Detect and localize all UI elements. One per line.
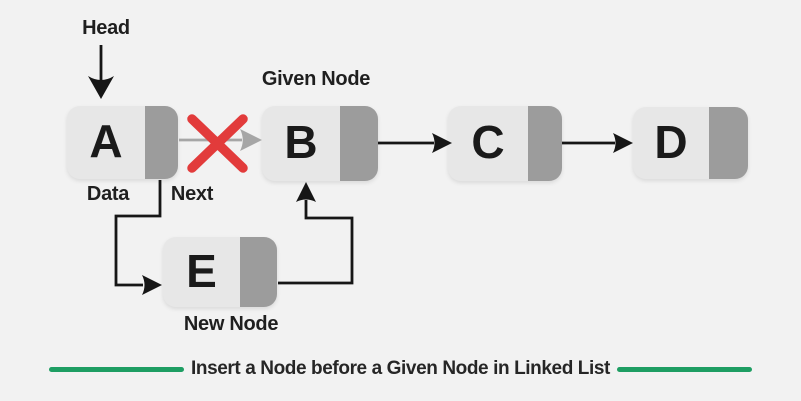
node-b: B xyxy=(262,106,378,181)
node-a-next-field xyxy=(145,106,178,179)
b-to-c-arrow-icon xyxy=(378,133,452,153)
node-c-next-field xyxy=(528,106,562,181)
node-b-next-field xyxy=(340,106,378,181)
head-arrow-icon xyxy=(88,45,114,99)
e-next-to-b-arrow-icon xyxy=(278,182,354,285)
node-d-data-field: D xyxy=(633,107,709,179)
node-e-letter: E xyxy=(186,244,217,297)
node-e-next-field xyxy=(240,237,277,307)
node-c-letter: C xyxy=(471,116,505,168)
caption-accent-line-left xyxy=(49,366,185,372)
node-a-letter: A xyxy=(89,115,123,167)
node-a-data-field: A xyxy=(67,106,145,179)
caption-accent-line-right xyxy=(616,366,752,372)
new-node-label: New Node xyxy=(183,313,279,335)
node-b-data-field: B xyxy=(262,106,340,181)
broken-pointer-arrow-icon xyxy=(179,129,262,151)
caption-title: Insert a Node before a Given Node in Lin… xyxy=(191,358,610,379)
head-label: Head xyxy=(82,17,130,39)
node-c: C xyxy=(448,106,562,181)
node-d-next-field xyxy=(709,107,748,179)
red-cross-icon xyxy=(187,114,248,173)
c-to-d-arrow-icon xyxy=(562,133,633,153)
node-b-letter: B xyxy=(284,116,318,168)
node-d-letter: D xyxy=(654,115,688,168)
node-c-data-field: C xyxy=(448,106,528,181)
node-a: A xyxy=(67,106,178,179)
next-label: Next xyxy=(170,183,214,205)
node-e-data-field: E xyxy=(163,237,240,307)
node-d: D xyxy=(633,107,748,179)
data-label: Data xyxy=(86,183,130,205)
given-node-label: Given Node xyxy=(261,68,371,90)
caption-row: Insert a Node before a Given Node in Lin… xyxy=(0,358,801,380)
node-e-new-node: E xyxy=(163,237,277,307)
